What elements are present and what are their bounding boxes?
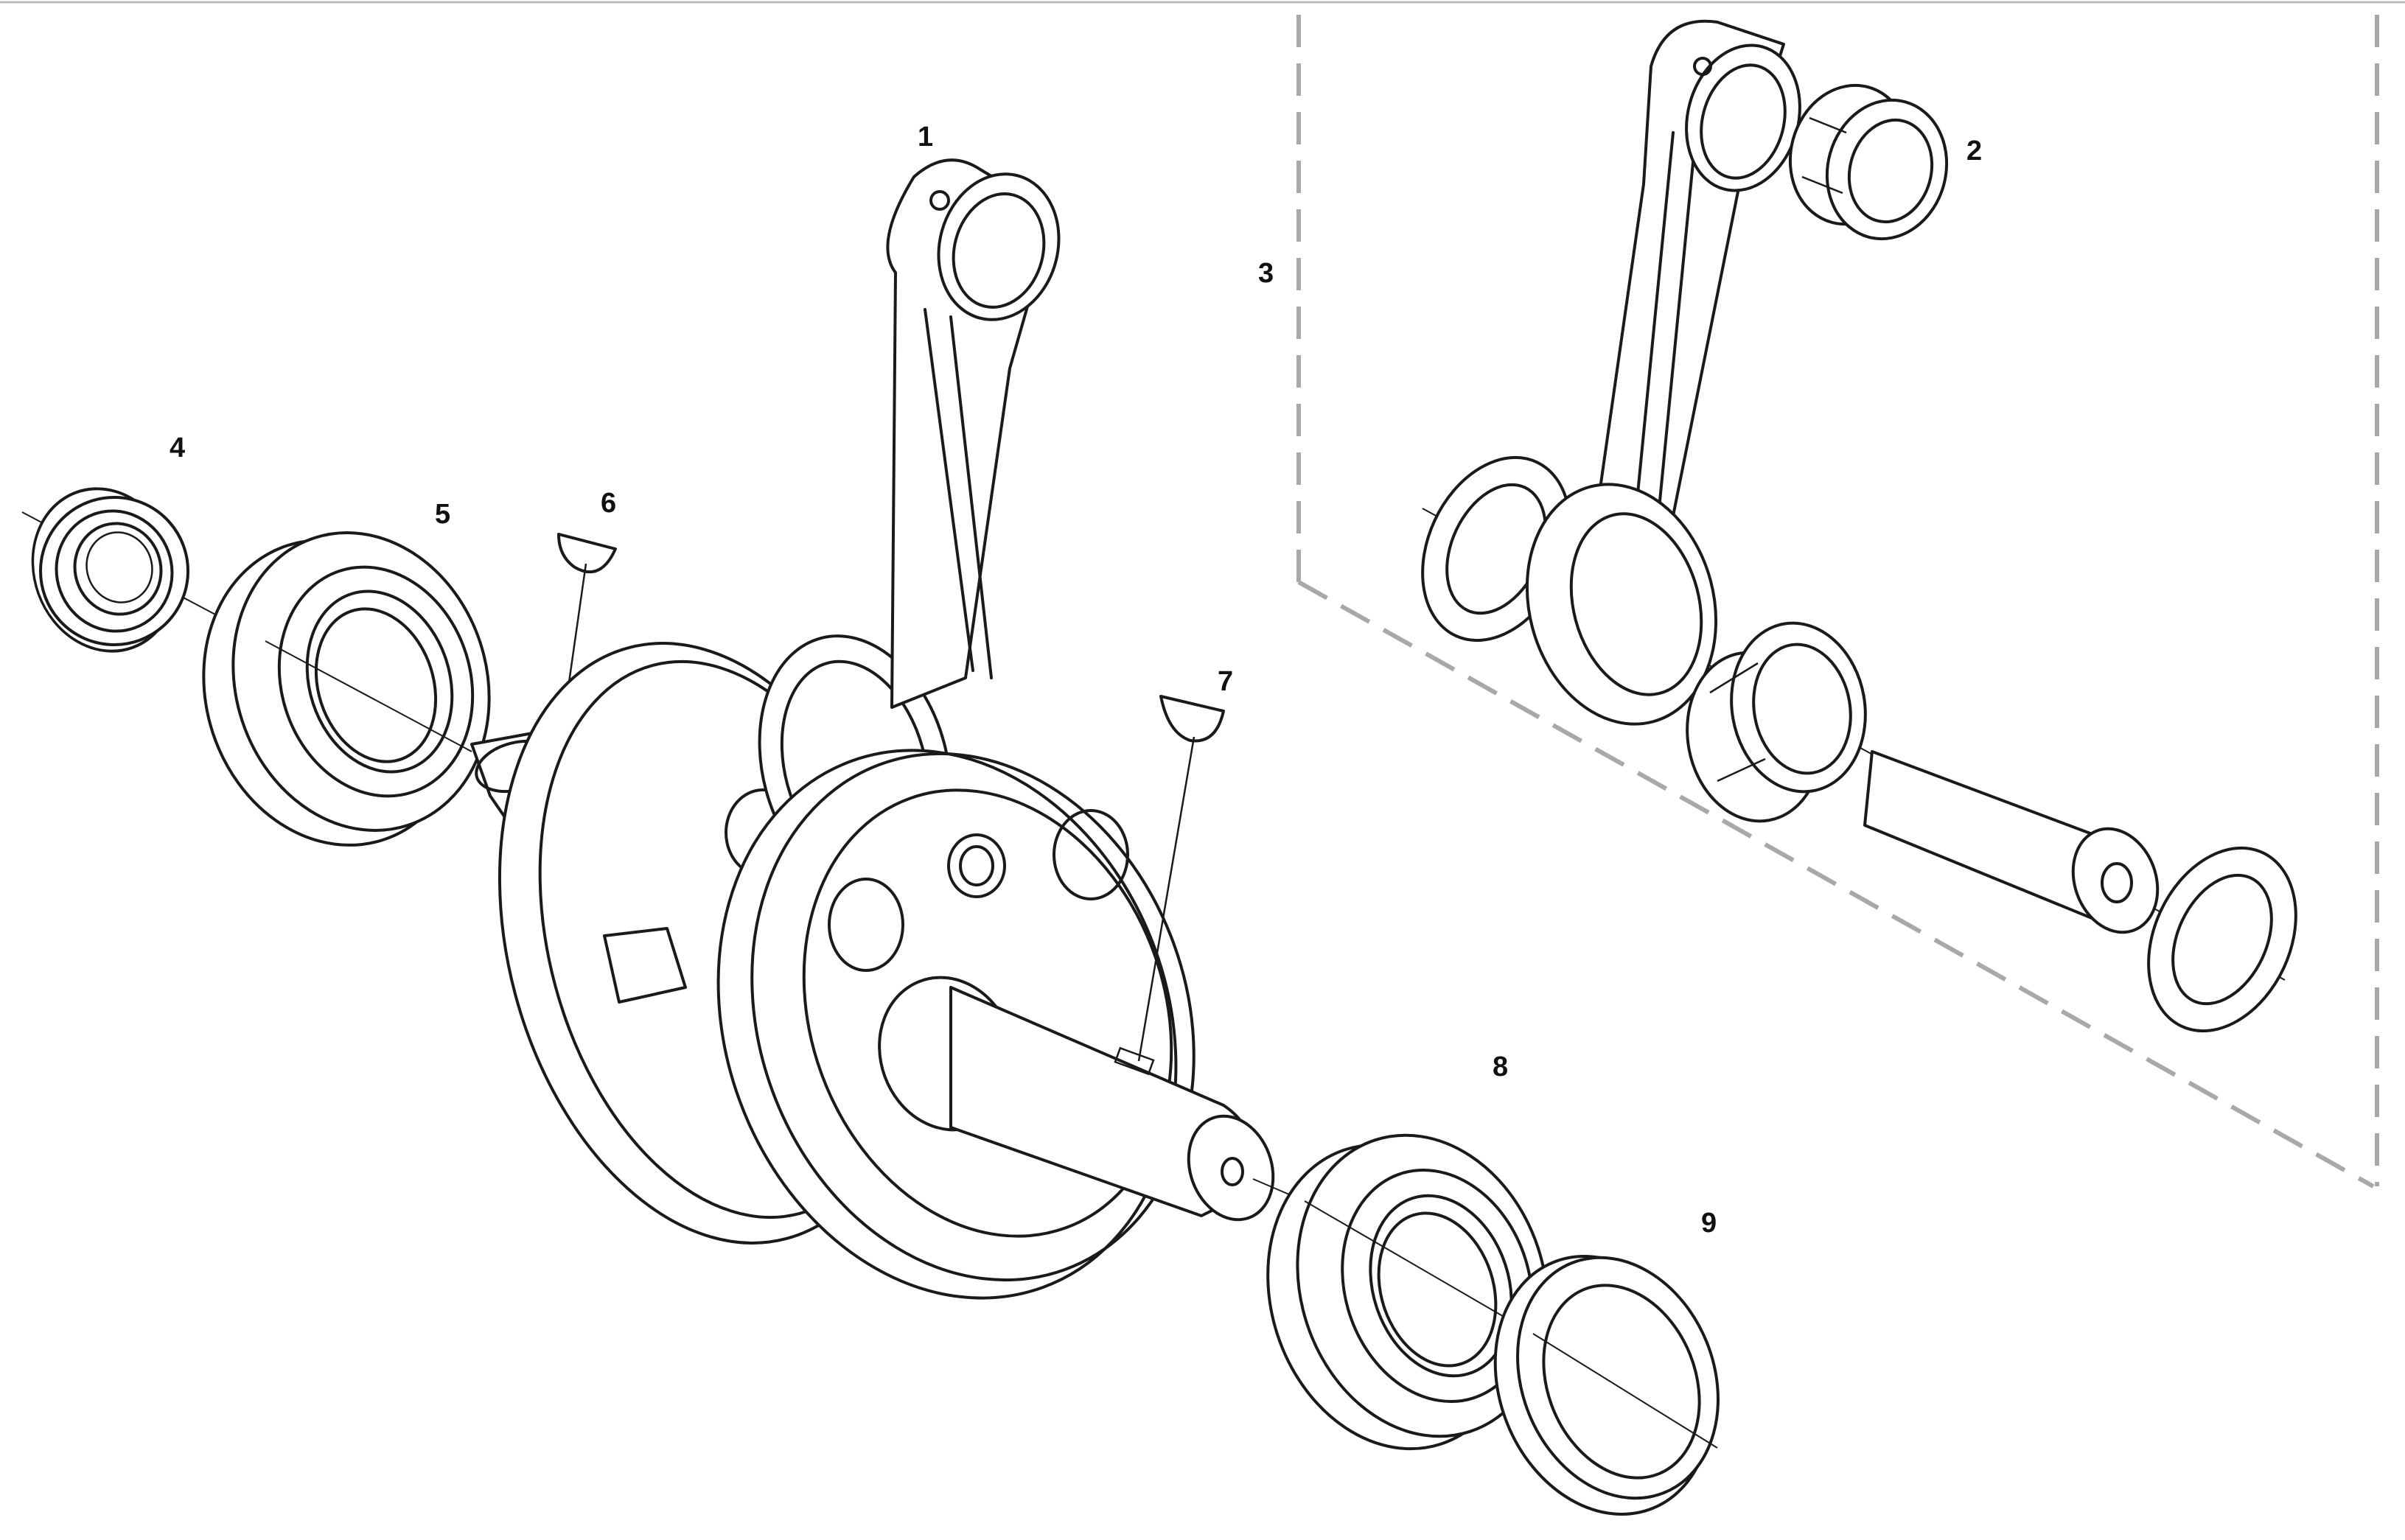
part-5-main-bearing	[202, 531, 491, 847]
part-1-crankshaft-assembly	[470, 158, 1305, 1300]
callout-6: 6	[601, 488, 616, 519]
part-7-woodruff-key	[1137, 695, 1225, 1062]
part-2-small-end-needle-bearing	[1788, 83, 1949, 241]
callout-3: 3	[1258, 258, 1274, 289]
callout-1: 1	[918, 122, 933, 153]
subassembly-boundary	[1296, 15, 2379, 1189]
callout-7: 7	[1218, 666, 1233, 697]
part-3-connecting-rod-kit	[1421, 19, 2297, 1033]
part-8-main-bearing	[1266, 1133, 1549, 1451]
callout-5: 5	[435, 499, 450, 530]
callout-8: 8	[1493, 1051, 1508, 1082]
callout-9: 9	[1701, 1208, 1717, 1239]
part-4-oil-seal	[21, 487, 266, 653]
callout-2: 2	[1966, 136, 1982, 167]
callout-4: 4	[170, 433, 185, 463]
part-9-oil-seal	[1493, 1255, 1720, 1516]
